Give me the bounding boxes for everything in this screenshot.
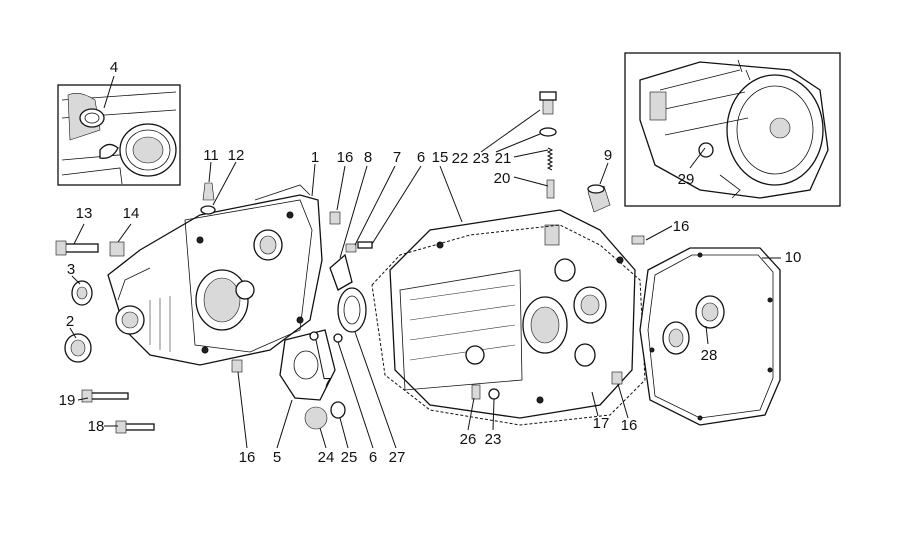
label-19: 19 [59, 392, 76, 409]
label-8: 8 [364, 149, 372, 166]
screw-6-top [357, 241, 373, 249]
label-16-right: 16 [673, 218, 690, 235]
callout-labels: 4 1 16 8 7 6 15 11 12 22 23 21 20 9 13 1… [59, 59, 802, 466]
cover-gasket [639, 247, 781, 426]
label-21: 21 [495, 150, 512, 167]
label-7-top: 7 [393, 149, 401, 166]
leader-lines [69, 75, 781, 449]
label-16-right-bottom: 16 [621, 417, 638, 434]
label-11: 11 [203, 147, 219, 164]
screw-26 [471, 384, 481, 400]
label-27: 27 [389, 449, 406, 466]
label-6-bottom: 6 [369, 449, 377, 466]
label-23-top: 23 [473, 150, 490, 167]
screw-7-top [345, 243, 357, 253]
label-2: 2 [66, 313, 74, 330]
cover-plate-5 [279, 329, 336, 401]
label-16-bottom: 16 [239, 449, 256, 466]
label-16-top: 16 [337, 149, 354, 166]
bearings [662, 295, 725, 355]
label-1: 1 [311, 149, 319, 166]
dowel-16-b [231, 359, 243, 373]
label-7-bottom: 7 [323, 375, 331, 392]
gearbox-housing-left [107, 184, 323, 366]
bushing-9 [587, 184, 611, 213]
dowel-16-d [611, 371, 623, 385]
label-15: 15 [432, 149, 449, 166]
gearbox-housing-right [389, 209, 636, 419]
plug-24 [304, 406, 328, 430]
switch-11 [200, 182, 216, 215]
washer-23-bottom [488, 388, 500, 400]
plug-14 [109, 241, 125, 257]
label-6-top: 6 [417, 149, 425, 166]
bearing-2 [64, 333, 92, 363]
label-26: 26 [460, 431, 477, 448]
label-10: 10 [785, 249, 802, 266]
label-18: 18 [88, 418, 105, 435]
spring-21 [546, 147, 554, 171]
dowel-16-a [329, 211, 341, 225]
breather-valve-22 [539, 91, 557, 115]
bolt-19 [81, 389, 129, 403]
detail-inset-seal [57, 84, 181, 186]
bolt-18 [115, 420, 155, 434]
label-3: 3 [67, 261, 75, 278]
washers-6-7-bottom [309, 331, 343, 343]
label-13: 13 [76, 205, 93, 222]
dowel-16-c [631, 235, 645, 245]
label-5: 5 [273, 449, 281, 466]
label-4: 4 [110, 59, 118, 76]
detail-inset-assembled-gearbox [624, 52, 841, 207]
washer-25 [330, 401, 346, 419]
label-20: 20 [494, 170, 511, 187]
label-24: 24 [318, 449, 335, 466]
label-23-bottom: 23 [485, 431, 502, 448]
gasket-27 [337, 287, 367, 333]
label-28: 28 [701, 347, 718, 364]
seal-3 [71, 280, 93, 306]
label-9: 9 [604, 147, 612, 164]
label-14: 14 [123, 205, 140, 222]
washer-23-top [539, 127, 557, 137]
label-29: 29 [678, 171, 695, 188]
label-25: 25 [341, 449, 358, 466]
pin-20 [546, 179, 555, 199]
label-22: 22 [452, 150, 469, 167]
label-17: 17 [593, 415, 610, 432]
plate-8 [329, 253, 353, 291]
bolt-13 [55, 240, 99, 256]
label-12: 12 [228, 147, 245, 164]
